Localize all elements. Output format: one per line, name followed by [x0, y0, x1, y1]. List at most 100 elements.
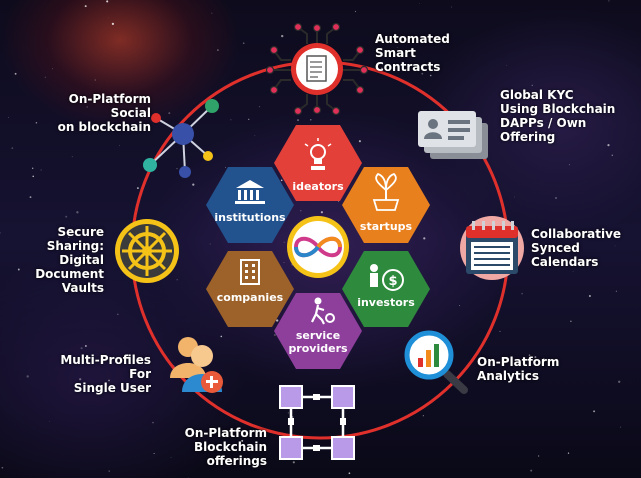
- star: [136, 187, 139, 190]
- star: [614, 245, 616, 247]
- star: [241, 439, 244, 442]
- star: [80, 347, 83, 350]
- hexagon-service-providers: service providers: [274, 293, 362, 369]
- service-worker-gear-icon: [311, 297, 335, 325]
- star: [542, 358, 545, 360]
- star: [176, 279, 178, 281]
- star: [152, 421, 154, 424]
- star: [17, 268, 20, 271]
- star: [568, 164, 570, 166]
- star: [354, 10, 357, 13]
- analytics-magnifier-icon: [404, 330, 468, 394]
- star: [276, 319, 279, 322]
- star: [86, 106, 88, 108]
- center-logo: [287, 216, 349, 278]
- star: [380, 67, 383, 70]
- star: [396, 47, 398, 48]
- star: [429, 74, 432, 77]
- star: [26, 375, 29, 378]
- star: [29, 196, 32, 199]
- star: [611, 154, 613, 156]
- star: [521, 292, 523, 295]
- star: [421, 72, 424, 75]
- star: [1, 466, 4, 469]
- star: [423, 237, 426, 240]
- star: [153, 452, 155, 455]
- star: [11, 147, 14, 149]
- star: [297, 119, 299, 122]
- star: [108, 379, 110, 382]
- star: [422, 415, 424, 417]
- star: [0, 232, 1, 234]
- star: [168, 112, 171, 115]
- ideator-bulb-icon: [304, 138, 332, 170]
- star: [108, 470, 110, 472]
- star: [71, 156, 73, 158]
- star: [320, 211, 323, 214]
- star: [531, 84, 533, 86]
- hex-label-providers: providers: [288, 342, 348, 355]
- star: [94, 79, 96, 81]
- star: [283, 262, 285, 264]
- star: [537, 455, 540, 457]
- label-social: On-Platform Social on blockchain: [57, 92, 151, 134]
- hex-label-service: service: [296, 329, 340, 342]
- institution-building-icon: [235, 180, 265, 204]
- company-building-icon: [240, 259, 260, 285]
- star: [618, 380, 621, 383]
- star: [451, 6, 453, 8]
- star: [310, 119, 312, 121]
- hexagon-ideators: ideators: [274, 125, 362, 201]
- star: [211, 12, 213, 14]
- star: [220, 335, 223, 338]
- star: [283, 241, 285, 243]
- calendar-icon: [460, 216, 524, 280]
- hex-label-investors: investors: [357, 296, 415, 309]
- star: [528, 354, 531, 356]
- star: [615, 290, 618, 292]
- star: [419, 3, 420, 5]
- label-analytics: On-Platform Analytics: [477, 355, 560, 383]
- star: [459, 304, 461, 307]
- star: [216, 49, 219, 52]
- hexagon-institutions: institutions: [206, 167, 294, 243]
- label-blockchain: On-Platform Blockchain offerings: [184, 426, 267, 468]
- star: [117, 313, 119, 315]
- label-smart-contracts: Automated Smart Contracts: [375, 32, 450, 74]
- label-secure-sharing: Secure Sharing: Digital Document Vaults: [35, 225, 104, 295]
- investor-money-icon: $: [370, 264, 404, 291]
- svg-text:$: $: [388, 274, 397, 289]
- star: [399, 40, 401, 42]
- star: [620, 426, 622, 428]
- star: [280, 179, 283, 182]
- star: [300, 210, 302, 212]
- star: [194, 433, 197, 435]
- star: [292, 461, 295, 464]
- star: [40, 169, 42, 171]
- hexagon-startups: startups: [342, 167, 430, 243]
- star: [358, 140, 361, 143]
- star: [68, 236, 70, 238]
- hex-label-companies: companies: [217, 291, 284, 304]
- star: [49, 420, 50, 422]
- label-calendars: Collaborative Synced Calendars: [531, 227, 622, 269]
- star: [192, 183, 195, 186]
- star: [588, 294, 591, 298]
- star: [499, 330, 501, 332]
- star: [254, 135, 256, 136]
- star: [570, 320, 572, 322]
- star: [32, 167, 34, 169]
- social-network-icon: [143, 99, 219, 178]
- star: [242, 42, 245, 44]
- star: [593, 410, 596, 413]
- star: [248, 118, 250, 120]
- star: [607, 144, 610, 147]
- star: [230, 119, 232, 121]
- star: [44, 76, 46, 78]
- star: [32, 175, 34, 178]
- document-vault-icon: [115, 219, 179, 283]
- star: [420, 35, 423, 38]
- star: [85, 345, 87, 347]
